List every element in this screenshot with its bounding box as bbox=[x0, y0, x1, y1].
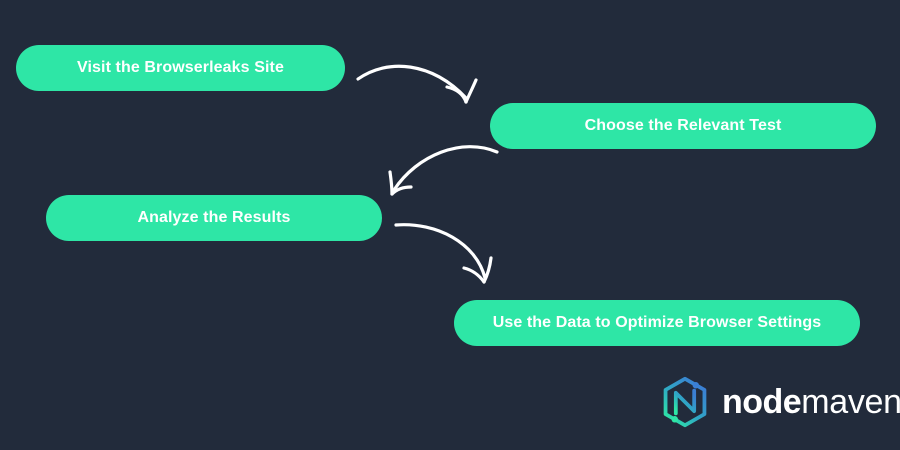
nodemaven-hexagon-n-icon bbox=[663, 376, 707, 428]
curved-arrow-icon bbox=[388, 145, 499, 196]
flow-step-2[interactable]: Choose the Relevant Test bbox=[490, 103, 876, 149]
curved-arrow-icon bbox=[394, 223, 493, 284]
flow-step-label: Choose the Relevant Test bbox=[584, 117, 782, 134]
flow-step-label: Visit the Browserleaks Site bbox=[77, 59, 284, 76]
flow-step-3[interactable]: Analyze the Results bbox=[46, 195, 382, 241]
flow-step-label: Analyze the Results bbox=[137, 209, 291, 226]
logo-word-node: node bbox=[722, 383, 802, 421]
flow-step-label: Use the Data to Optimize Browser Setting… bbox=[492, 314, 822, 331]
nodemaven-wordmark: nodemaven bbox=[722, 385, 900, 419]
curved-arrow-icon bbox=[356, 64, 478, 104]
flow-step-1[interactable]: Visit the Browserleaks Site bbox=[16, 45, 345, 91]
nodemaven-logo: nodemaven bbox=[658, 374, 900, 430]
flow-step-4[interactable]: Use the Data to Optimize Browser Setting… bbox=[454, 300, 860, 346]
logo-word-maven: maven bbox=[801, 383, 900, 421]
